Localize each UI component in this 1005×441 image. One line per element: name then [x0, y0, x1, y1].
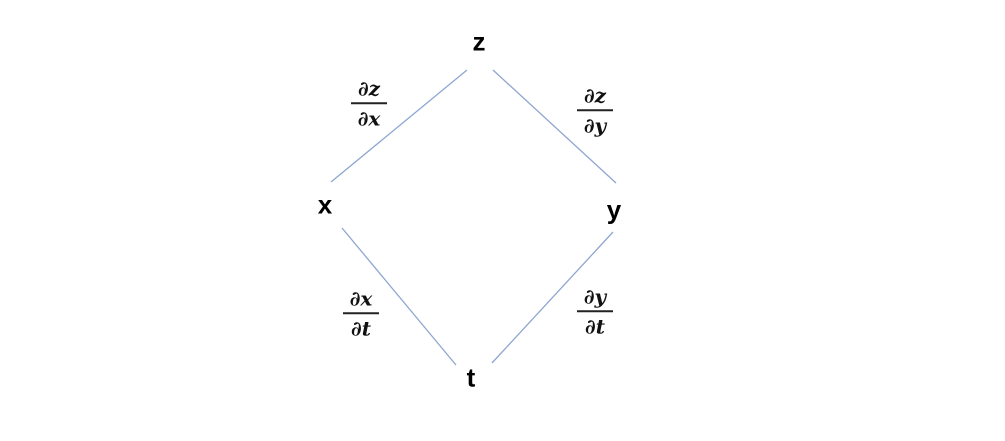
edge-x-t	[341, 227, 457, 366]
fraction-bar	[343, 312, 379, 314]
node-t: t	[466, 362, 476, 393]
node-y: y	[606, 194, 622, 225]
denominator: ∂x	[357, 105, 381, 130]
numerator: ∂y	[583, 284, 607, 309]
fraction-bar	[577, 109, 613, 111]
label-dz-dx: ∂z ∂x	[351, 76, 387, 130]
fraction-bar	[577, 310, 613, 312]
edge-z-y	[492, 69, 617, 184]
node-z: z	[472, 26, 486, 57]
edge-z-x	[330, 69, 468, 183]
numerator: ∂x	[349, 286, 373, 311]
denominator: ∂t	[351, 315, 371, 340]
numerator: ∂z	[357, 76, 381, 101]
label-dz-dy: ∂z ∂y	[577, 83, 613, 137]
node-x: x	[317, 189, 333, 220]
numerator: ∂z	[583, 83, 607, 108]
label-dy-dt: ∂y ∂t	[577, 284, 613, 338]
fraction-bar	[351, 102, 387, 104]
denominator: ∂t	[585, 313, 605, 338]
edge-y-t	[491, 231, 614, 364]
label-dx-dt: ∂x ∂t	[343, 286, 379, 340]
denominator: ∂y	[583, 112, 607, 137]
